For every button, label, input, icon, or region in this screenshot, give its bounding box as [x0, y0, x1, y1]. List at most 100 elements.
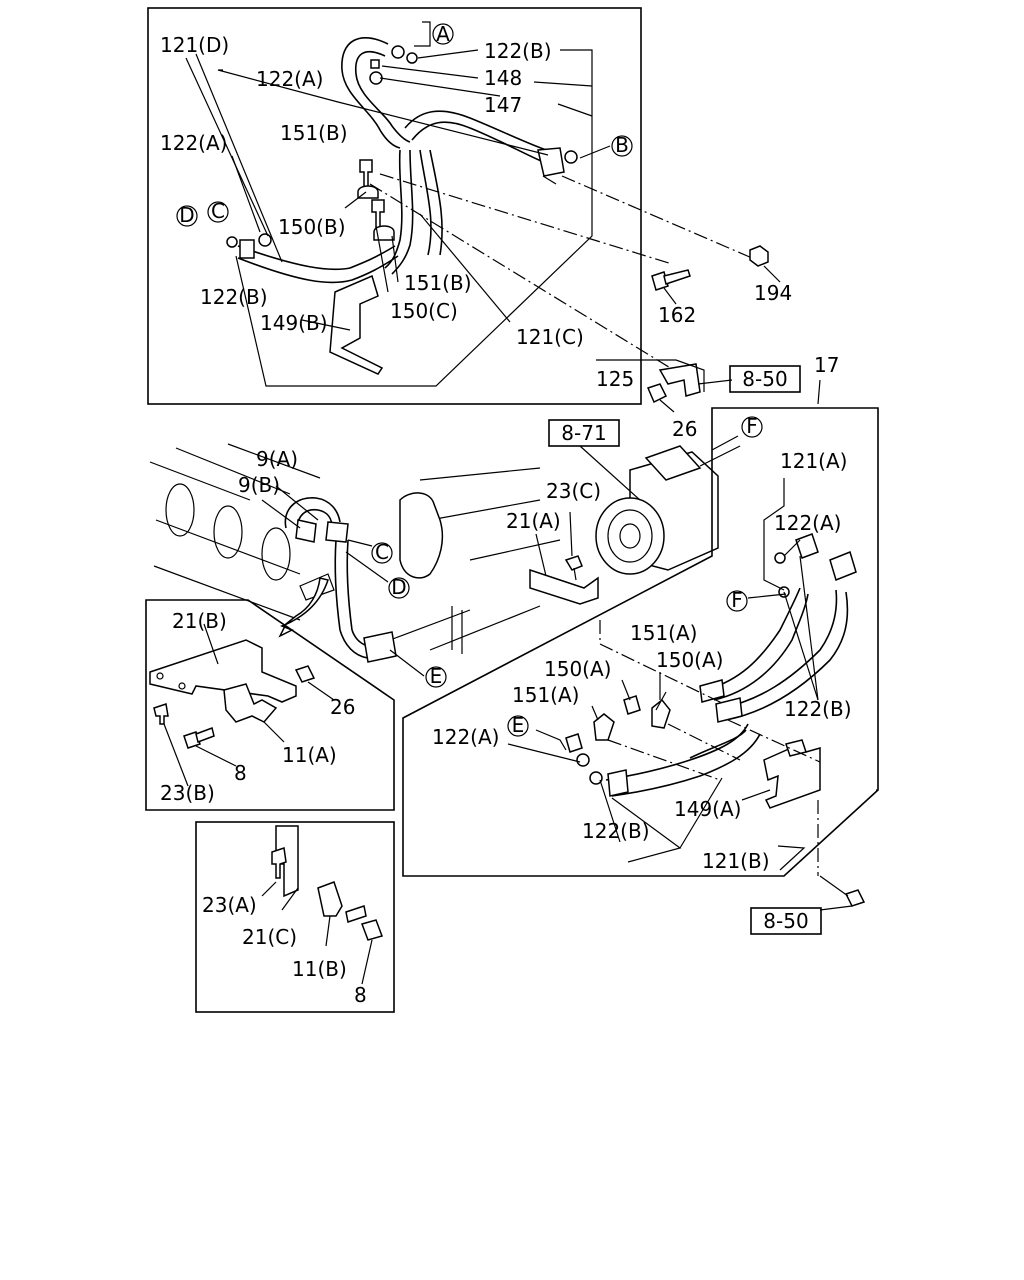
label-150c: 150(C): [390, 299, 458, 323]
label-122b-2: 122(B): [200, 285, 268, 309]
label-150b: 150(B): [278, 215, 346, 239]
dash-line-125: [369, 183, 691, 381]
svg-text:E: E: [512, 713, 525, 737]
label-121d: 121(D): [160, 33, 229, 57]
label-26-left: 26: [330, 695, 355, 719]
callout-D-engine: D: [388, 575, 410, 599]
hose-121c-3: [419, 149, 432, 256]
hose-upper-a: [341, 36, 401, 149]
page-ref-8-71[interactable]: 8-71: [548, 419, 620, 447]
label-121c: 121(C): [516, 325, 584, 349]
svg-text:F: F: [731, 588, 743, 612]
label-151b-2: 151(B): [404, 271, 472, 295]
label-194: 194: [754, 281, 792, 305]
page-ref-8-50-top[interactable]: 8-50: [729, 365, 801, 393]
label-21a: 21(A): [506, 509, 561, 533]
callout-C-engine: C: [371, 540, 393, 564]
label-149a: 149(A): [674, 797, 741, 821]
callout-B: B: [611, 133, 633, 157]
label-150a-1: 150(A): [544, 657, 611, 681]
label-147: 147: [484, 93, 522, 117]
svg-text:A: A: [436, 22, 450, 46]
callout-E-panel: E: [507, 713, 529, 737]
svg-text:8-71: 8-71: [561, 421, 606, 445]
bolt-162: [651, 269, 691, 305]
bracket-149b: [329, 274, 384, 375]
label-8-left: 8: [234, 761, 247, 785]
callout-D-top: D: [176, 203, 198, 227]
top-inset-frame: [147, 7, 642, 405]
clamp-125: [596, 359, 733, 397]
svg-text:D: D: [179, 203, 194, 227]
hose-147-b: [411, 121, 549, 165]
svg-text:E: E: [430, 664, 443, 688]
hose-121c-2: [391, 149, 414, 275]
callout-F-compressor: F: [741, 414, 763, 438]
bolt-26-top: [646, 383, 675, 413]
washer-top-2: [406, 52, 418, 64]
svg-text:B: B: [615, 133, 629, 157]
svg-text:F: F: [746, 414, 758, 438]
label-121a: 121(A): [780, 449, 847, 473]
bracket-21a-group: [529, 511, 599, 605]
label-21b: 21(B): [172, 609, 227, 633]
dash-line-162: [379, 173, 673, 265]
label-9b: 9(B): [238, 473, 280, 497]
svg-text:8-50: 8-50: [763, 909, 808, 933]
nut-148: [370, 59, 380, 69]
compressor: [579, 435, 741, 575]
label-21c: 21(C): [242, 925, 297, 949]
hose-121c-1: [384, 149, 403, 269]
label-150a-2: 150(A): [656, 648, 723, 672]
svg-text:8-50: 8-50: [742, 367, 787, 391]
label-122b-4: 122(B): [582, 819, 650, 843]
dash-line-194: [561, 175, 753, 259]
hose-upper-b: [355, 50, 411, 143]
label-23a: 23(A): [202, 893, 257, 917]
label-162: 162: [658, 303, 696, 327]
label-122a-3: 122(A): [774, 511, 841, 535]
hose-147-a: [404, 110, 553, 153]
label-17: 17: [814, 353, 839, 377]
inset-21c: [195, 821, 395, 1013]
label-122a-1: 122(A): [256, 67, 323, 91]
svg-text:D: D: [391, 575, 406, 599]
right-panel-frame: [402, 407, 879, 877]
label-122a-2: 122(A): [160, 131, 227, 155]
right-panel: [402, 379, 879, 877]
label-151a-1: 151(A): [630, 621, 697, 645]
label-121b: 121(B): [702, 849, 770, 873]
label-26-top: 26: [672, 417, 697, 441]
label-122b-1: 122(B): [484, 39, 552, 63]
washer-b: [564, 150, 578, 164]
label-151b-1: 151(B): [280, 121, 348, 145]
inset-21b: [145, 599, 395, 811]
label-122a-4: 122(A): [432, 725, 499, 749]
label-8-bottom: 8: [354, 983, 367, 1007]
callout-C-top: C: [207, 199, 229, 223]
label-122b-3: 122(B): [784, 697, 852, 721]
hose-121d: [237, 245, 396, 271]
hose-121c-4: [429, 149, 443, 256]
bolt-bottom-right: [819, 875, 866, 911]
label-23b: 23(B): [160, 781, 215, 805]
svg-text:C: C: [211, 199, 225, 223]
hose-121d-b: [237, 255, 399, 284]
top-inset-panel: [147, 7, 642, 405]
engine-hoses: [261, 485, 425, 677]
label-151a-2: 151(A): [512, 683, 579, 707]
washer-c: [258, 233, 272, 247]
fitting-left: [239, 239, 255, 259]
callout-F-panel: F: [726, 588, 748, 612]
label-11b: 11(B): [292, 957, 347, 981]
label-9a: 9(A): [256, 447, 298, 471]
svg-text:C: C: [375, 540, 389, 564]
clamp-150c: [373, 225, 395, 241]
label-148: 148: [484, 66, 522, 90]
label-23c: 23(C): [546, 479, 601, 503]
washer-top-1: [391, 45, 405, 59]
label-149b: 149(B): [260, 311, 328, 335]
page-ref-8-50-bottom[interactable]: 8-50: [750, 907, 822, 935]
engine-block: [149, 443, 561, 654]
